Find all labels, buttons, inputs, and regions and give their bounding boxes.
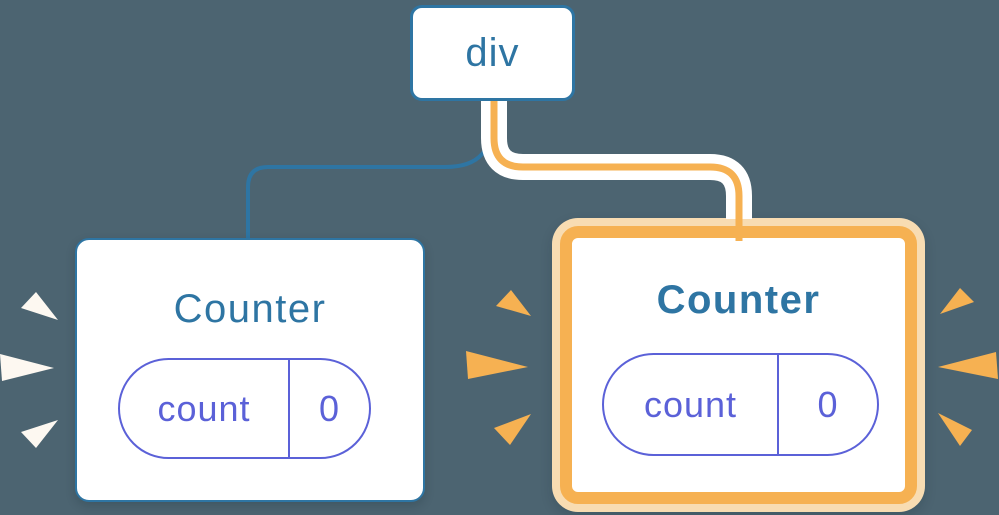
sparkle-icon bbox=[21, 420, 58, 448]
state-key-label: count bbox=[157, 387, 251, 429]
edge-div-to-left-counter bbox=[246, 99, 494, 242]
component-title: Counter bbox=[656, 278, 821, 322]
pill-divider bbox=[288, 360, 290, 457]
counter-node-right-highlighted: Counter count 0 bbox=[560, 226, 917, 504]
pill-divider bbox=[777, 355, 779, 454]
edge-div-to-right-counter bbox=[490, 99, 743, 241]
component-title: Counter bbox=[173, 287, 327, 331]
state-key-label: count bbox=[643, 383, 738, 425]
sparkle-icon bbox=[466, 351, 528, 379]
state-value: 0 bbox=[817, 383, 839, 425]
sparkle-icon bbox=[496, 290, 531, 316]
sparkle-icon bbox=[938, 413, 972, 446]
counter-node-left: Counter count 0 bbox=[75, 238, 425, 502]
sparkle-icon bbox=[940, 288, 974, 314]
sparkle-icon bbox=[21, 292, 58, 320]
sparkle-icon bbox=[938, 352, 998, 379]
state-value: 0 bbox=[318, 387, 341, 429]
root-node-label: div bbox=[465, 30, 520, 75]
state-pill: count 0 bbox=[118, 358, 371, 459]
sparkle-icon bbox=[0, 354, 54, 381]
state-pill: count 0 bbox=[602, 353, 879, 456]
sparkle-icon bbox=[494, 414, 531, 445]
edge-div-to-right-counter-casing bbox=[481, 101, 752, 219]
root-node: div bbox=[410, 5, 575, 101]
